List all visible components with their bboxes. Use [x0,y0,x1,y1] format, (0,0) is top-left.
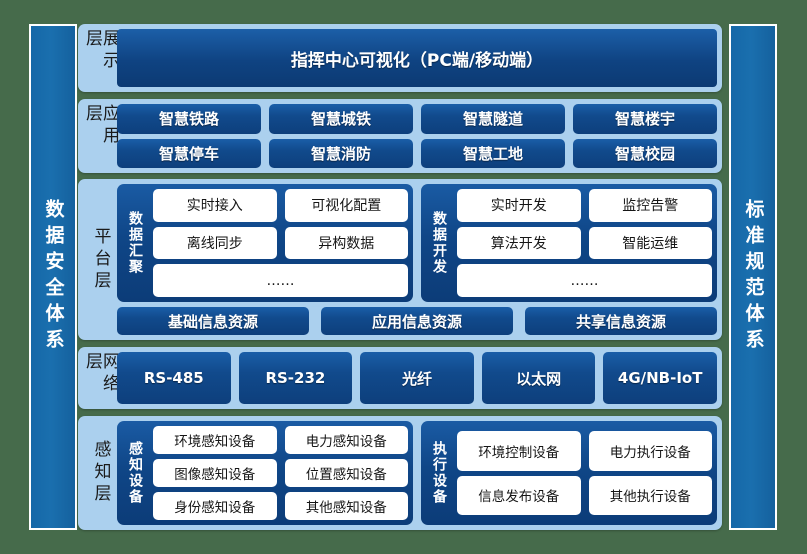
network-item-fiber-optic[interactable]: 光纤 [360,352,474,404]
item-development-ellipsis[interactable]: …… [457,264,712,298]
group-data-aggregation-grid: 实时接入 可视化配置 离线同步 异构数据 …… [153,189,408,298]
item-algorithm-development[interactable]: 算法开发 [457,226,581,260]
group-actuator-devices: 执行设备 环境控制设备 电力执行设备 信息发布设备 其他执行设备 [421,421,717,525]
group-data-aggregation: 数据汇聚 实时接入 可视化配置 离线同步 异构数据 …… [117,184,413,302]
item-other-actuator-device[interactable]: 其他执行设备 [588,475,712,515]
group-sensing-devices-grid: 环境感知设备 电力感知设备 图像感知设备 位置感知设备 身份感知设备 其他感知设… [153,426,408,520]
item-monitoring-alarm[interactable]: 监控告警 [588,189,712,222]
resource-basic-information[interactable]: 基础信息资源 [117,307,309,335]
layer-platform: 平台层 数据汇聚 实时接入 可视化配置 离线同步 [78,179,722,340]
layer-application-label-text: 应用层 [82,104,119,148]
grid-row: 实时接入 可视化配置 [153,189,408,222]
grid-row: 离线同步 异构数据 [153,226,408,260]
sidebar-right-label: 标准规范体系 [742,199,765,355]
layer-application-label: 应用层 [82,104,119,168]
perception-groups: 感知设备 环境感知设备 电力感知设备 图像感知设备 位置感知设备 身份感知设备 [117,421,717,525]
group-actuator-devices-label: 执行设备 [426,426,452,520]
layer-network-label-text: 网络层 [82,352,119,396]
application-row: 智慧停车 智慧消防 智慧工地 智慧校园 [117,138,717,168]
layer-presentation-label-text: 展示层 [82,29,119,73]
item-aggregation-ellipsis[interactable]: …… [153,264,408,298]
network-item-ethernet[interactable]: 以太网 [481,352,596,404]
app-item-smart-parking[interactable]: 智慧停车 [117,138,261,168]
network-item-rs485[interactable]: RS-485 [117,352,231,404]
layer-perception-label-text: 感知层 [90,440,111,506]
group-data-development-grid: 实时开发 监控告警 算法开发 智能运维 …… [457,189,712,298]
item-visual-configuration[interactable]: 可视化配置 [284,189,408,222]
item-offline-sync[interactable]: 离线同步 [153,226,277,260]
app-item-smart-tunnel[interactable]: 智慧隧道 [421,104,565,134]
app-item-smart-urban-rail[interactable]: 智慧城铁 [269,104,413,134]
layer-network-label: 网络层 [82,352,119,404]
layer-presentation-label: 展示层 [82,29,119,87]
item-realtime-development[interactable]: 实时开发 [457,189,581,222]
layer-platform-body: 数据汇聚 实时接入 可视化配置 离线同步 异构数据 …… [117,184,717,335]
grid-row: …… [153,264,408,298]
app-item-smart-campus[interactable]: 智慧校园 [573,138,717,168]
grid-row: …… [457,264,712,298]
layer-perception: 感知层 感知设备 环境感知设备 电力感知设备 图像感知设备 [78,416,722,530]
layer-application-body: 智慧铁路 智慧城铁 智慧隧道 智慧楼宇 智慧停车 智慧消防 智慧工地 智慧校园 [117,104,717,168]
platform-groups: 数据汇聚 实时接入 可视化配置 离线同步 异构数据 …… [117,184,717,302]
grid-row: 环境控制设备 电力执行设备 [457,431,712,471]
application-row: 智慧铁路 智慧城铁 智慧隧道 智慧楼宇 [117,104,717,134]
item-location-sensing-device[interactable]: 位置感知设备 [284,459,408,487]
platform-information-resources: 基础信息资源 应用信息资源 共享信息资源 [117,307,717,335]
layer-network-body: RS-485 RS-232 光纤 以太网 4G/NB-IoT [117,352,717,404]
layer-perception-label: 感知层 [83,421,117,525]
app-item-smart-firefighting[interactable]: 智慧消防 [269,138,413,168]
layer-platform-label-text: 平台层 [90,226,111,293]
resource-shared-information[interactable]: 共享信息资源 [525,307,717,335]
grid-row: 图像感知设备 位置感知设备 [153,459,408,487]
group-sensing-devices-label-text: 感知设备 [127,441,143,505]
group-data-development-label: 数据开发 [426,189,452,297]
layer-presentation-body: 指挥中心可视化（PC端/移动端） [117,29,717,87]
sidebar-standard-specification-system: 标准规范体系 [729,24,777,530]
item-power-actuator-device[interactable]: 电力执行设备 [588,431,712,471]
layer-presentation: 展示层 指挥中心可视化（PC端/移动端） [78,24,722,92]
network-row: RS-485 RS-232 光纤 以太网 4G/NB-IoT [117,352,717,404]
item-heterogeneous-data[interactable]: 异构数据 [284,226,408,260]
grid-row: 身份感知设备 其他感知设备 [153,492,408,520]
layer-platform-label: 平台层 [83,184,117,335]
network-item-4g-nbiot[interactable]: 4G/NB-IoT [603,352,717,404]
grid-row: 信息发布设备 其他执行设备 [457,475,712,515]
layer-perception-body: 感知设备 环境感知设备 电力感知设备 图像感知设备 位置感知设备 身份感知设备 [117,421,717,525]
grid-row: 环境感知设备 电力感知设备 [153,426,408,454]
sidebar-left-label: 数据安全体系 [42,199,65,355]
group-data-development-label-text: 数据开发 [431,211,447,275]
item-realtime-ingest[interactable]: 实时接入 [153,189,277,222]
network-item-rs232[interactable]: RS-232 [238,352,353,404]
item-image-sensing-device[interactable]: 图像感知设备 [153,459,277,487]
item-identity-sensing-device[interactable]: 身份感知设备 [153,492,277,520]
app-item-smart-building[interactable]: 智慧楼宇 [573,104,717,134]
app-item-smart-construction-site[interactable]: 智慧工地 [421,138,565,168]
layer-application: 应用层 智慧铁路 智慧城铁 智慧隧道 智慧楼宇 智慧停车 智慧消防 智慧工地 智… [78,99,722,173]
item-power-sensing-device[interactable]: 电力感知设备 [284,426,408,454]
grid-row: 算法开发 智能运维 [457,226,712,260]
item-information-release-device[interactable]: 信息发布设备 [457,475,581,515]
group-data-development: 数据开发 实时开发 监控告警 算法开发 智能运维 …… [421,184,717,302]
item-intelligent-operations[interactable]: 智能运维 [588,226,712,260]
group-actuator-devices-label-text: 执行设备 [431,441,447,505]
group-actuator-devices-grid: 环境控制设备 电力执行设备 信息发布设备 其他执行设备 [457,426,712,520]
item-other-sensing-device[interactable]: 其他感知设备 [284,492,408,520]
resource-application-information[interactable]: 应用信息资源 [321,307,513,335]
group-sensing-devices: 感知设备 环境感知设备 电力感知设备 图像感知设备 位置感知设备 身份感知设备 [117,421,413,525]
sidebar-data-security-system: 数据安全体系 [29,24,77,530]
layer-network: 网络层 RS-485 RS-232 光纤 以太网 4G/NB-IoT [78,347,722,409]
group-data-aggregation-label-text: 数据汇聚 [127,211,143,275]
item-environment-sensing-device[interactable]: 环境感知设备 [153,426,277,454]
grid-row: 实时开发 监控告警 [457,189,712,222]
group-data-aggregation-label: 数据汇聚 [122,189,148,297]
app-item-smart-railway[interactable]: 智慧铁路 [117,104,261,134]
group-sensing-devices-label: 感知设备 [122,426,148,520]
item-environment-control-device[interactable]: 环境控制设备 [457,431,581,471]
command-center-visualization-banner[interactable]: 指挥中心可视化（PC端/移动端） [117,29,717,87]
